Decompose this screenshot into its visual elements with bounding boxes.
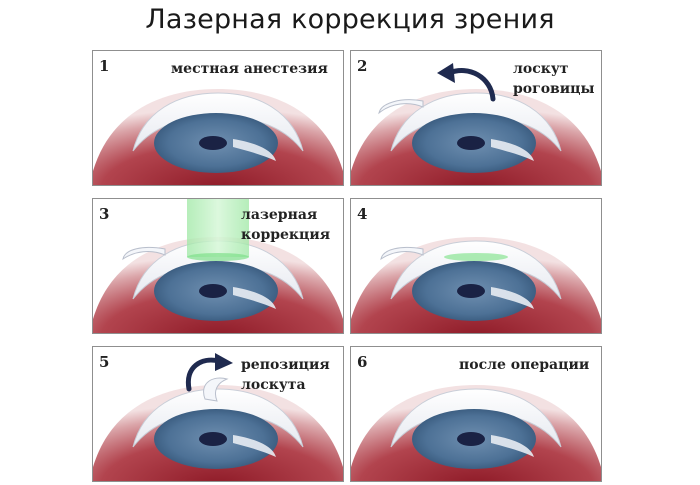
pupil — [199, 432, 227, 446]
lift-arrow — [446, 68, 496, 102]
step-label: репозиция лоскута — [241, 357, 330, 393]
step-number: 4 — [357, 205, 368, 223]
step-panel-1: 1 местная анестезия — [92, 50, 344, 186]
step-label: после операции — [459, 357, 590, 373]
eye-illustration — [93, 353, 343, 481]
step-label: местная анестезия — [171, 61, 328, 77]
eye-highlight — [233, 287, 276, 309]
corneal-flap — [203, 377, 229, 402]
corneal-flap — [380, 246, 424, 261]
step-number: 5 — [99, 353, 110, 371]
step-panel-6: 6 после операции — [350, 346, 602, 482]
laser-spot — [187, 253, 249, 261]
step-number: 6 — [357, 353, 368, 371]
eye-highlight — [491, 139, 534, 161]
eye-illustration — [351, 385, 601, 481]
treated-zone — [444, 253, 508, 261]
step-number: 2 — [357, 57, 368, 75]
laser-beam — [187, 199, 249, 257]
reposition-arrow — [185, 357, 222, 392]
eye-illustration — [93, 89, 343, 185]
pupil — [457, 136, 485, 150]
eye-illustration — [351, 63, 601, 185]
eye-highlight — [233, 435, 276, 457]
eye-highlight — [491, 287, 534, 309]
diagram-title: Лазерная коррекция зрения — [145, 4, 555, 35]
corneal-flap — [378, 99, 424, 115]
pupil — [199, 284, 227, 298]
step-panel-3: 3 лазерная коррекция — [92, 198, 344, 334]
step-label: лазерная коррекция — [241, 207, 331, 243]
pupil — [457, 432, 485, 446]
step-number: 1 — [99, 57, 110, 75]
arrow-head — [215, 353, 233, 371]
eye-highlight — [233, 139, 276, 161]
step-label: лоскут роговицы — [513, 61, 595, 97]
step-panel-2: 2 лоскут роговицы — [350, 50, 602, 186]
corneal-flap — [122, 246, 166, 261]
eye-illustration — [351, 237, 601, 333]
arrow-head — [437, 63, 455, 83]
pupil — [199, 136, 227, 150]
eye-highlight — [491, 435, 534, 457]
pupil — [457, 284, 485, 298]
step-number: 3 — [99, 205, 110, 223]
step-panel-4: 4 — [350, 198, 602, 334]
eye-illustration — [93, 199, 343, 333]
step-panel-5: 5 репозиция лоскута — [92, 346, 344, 482]
